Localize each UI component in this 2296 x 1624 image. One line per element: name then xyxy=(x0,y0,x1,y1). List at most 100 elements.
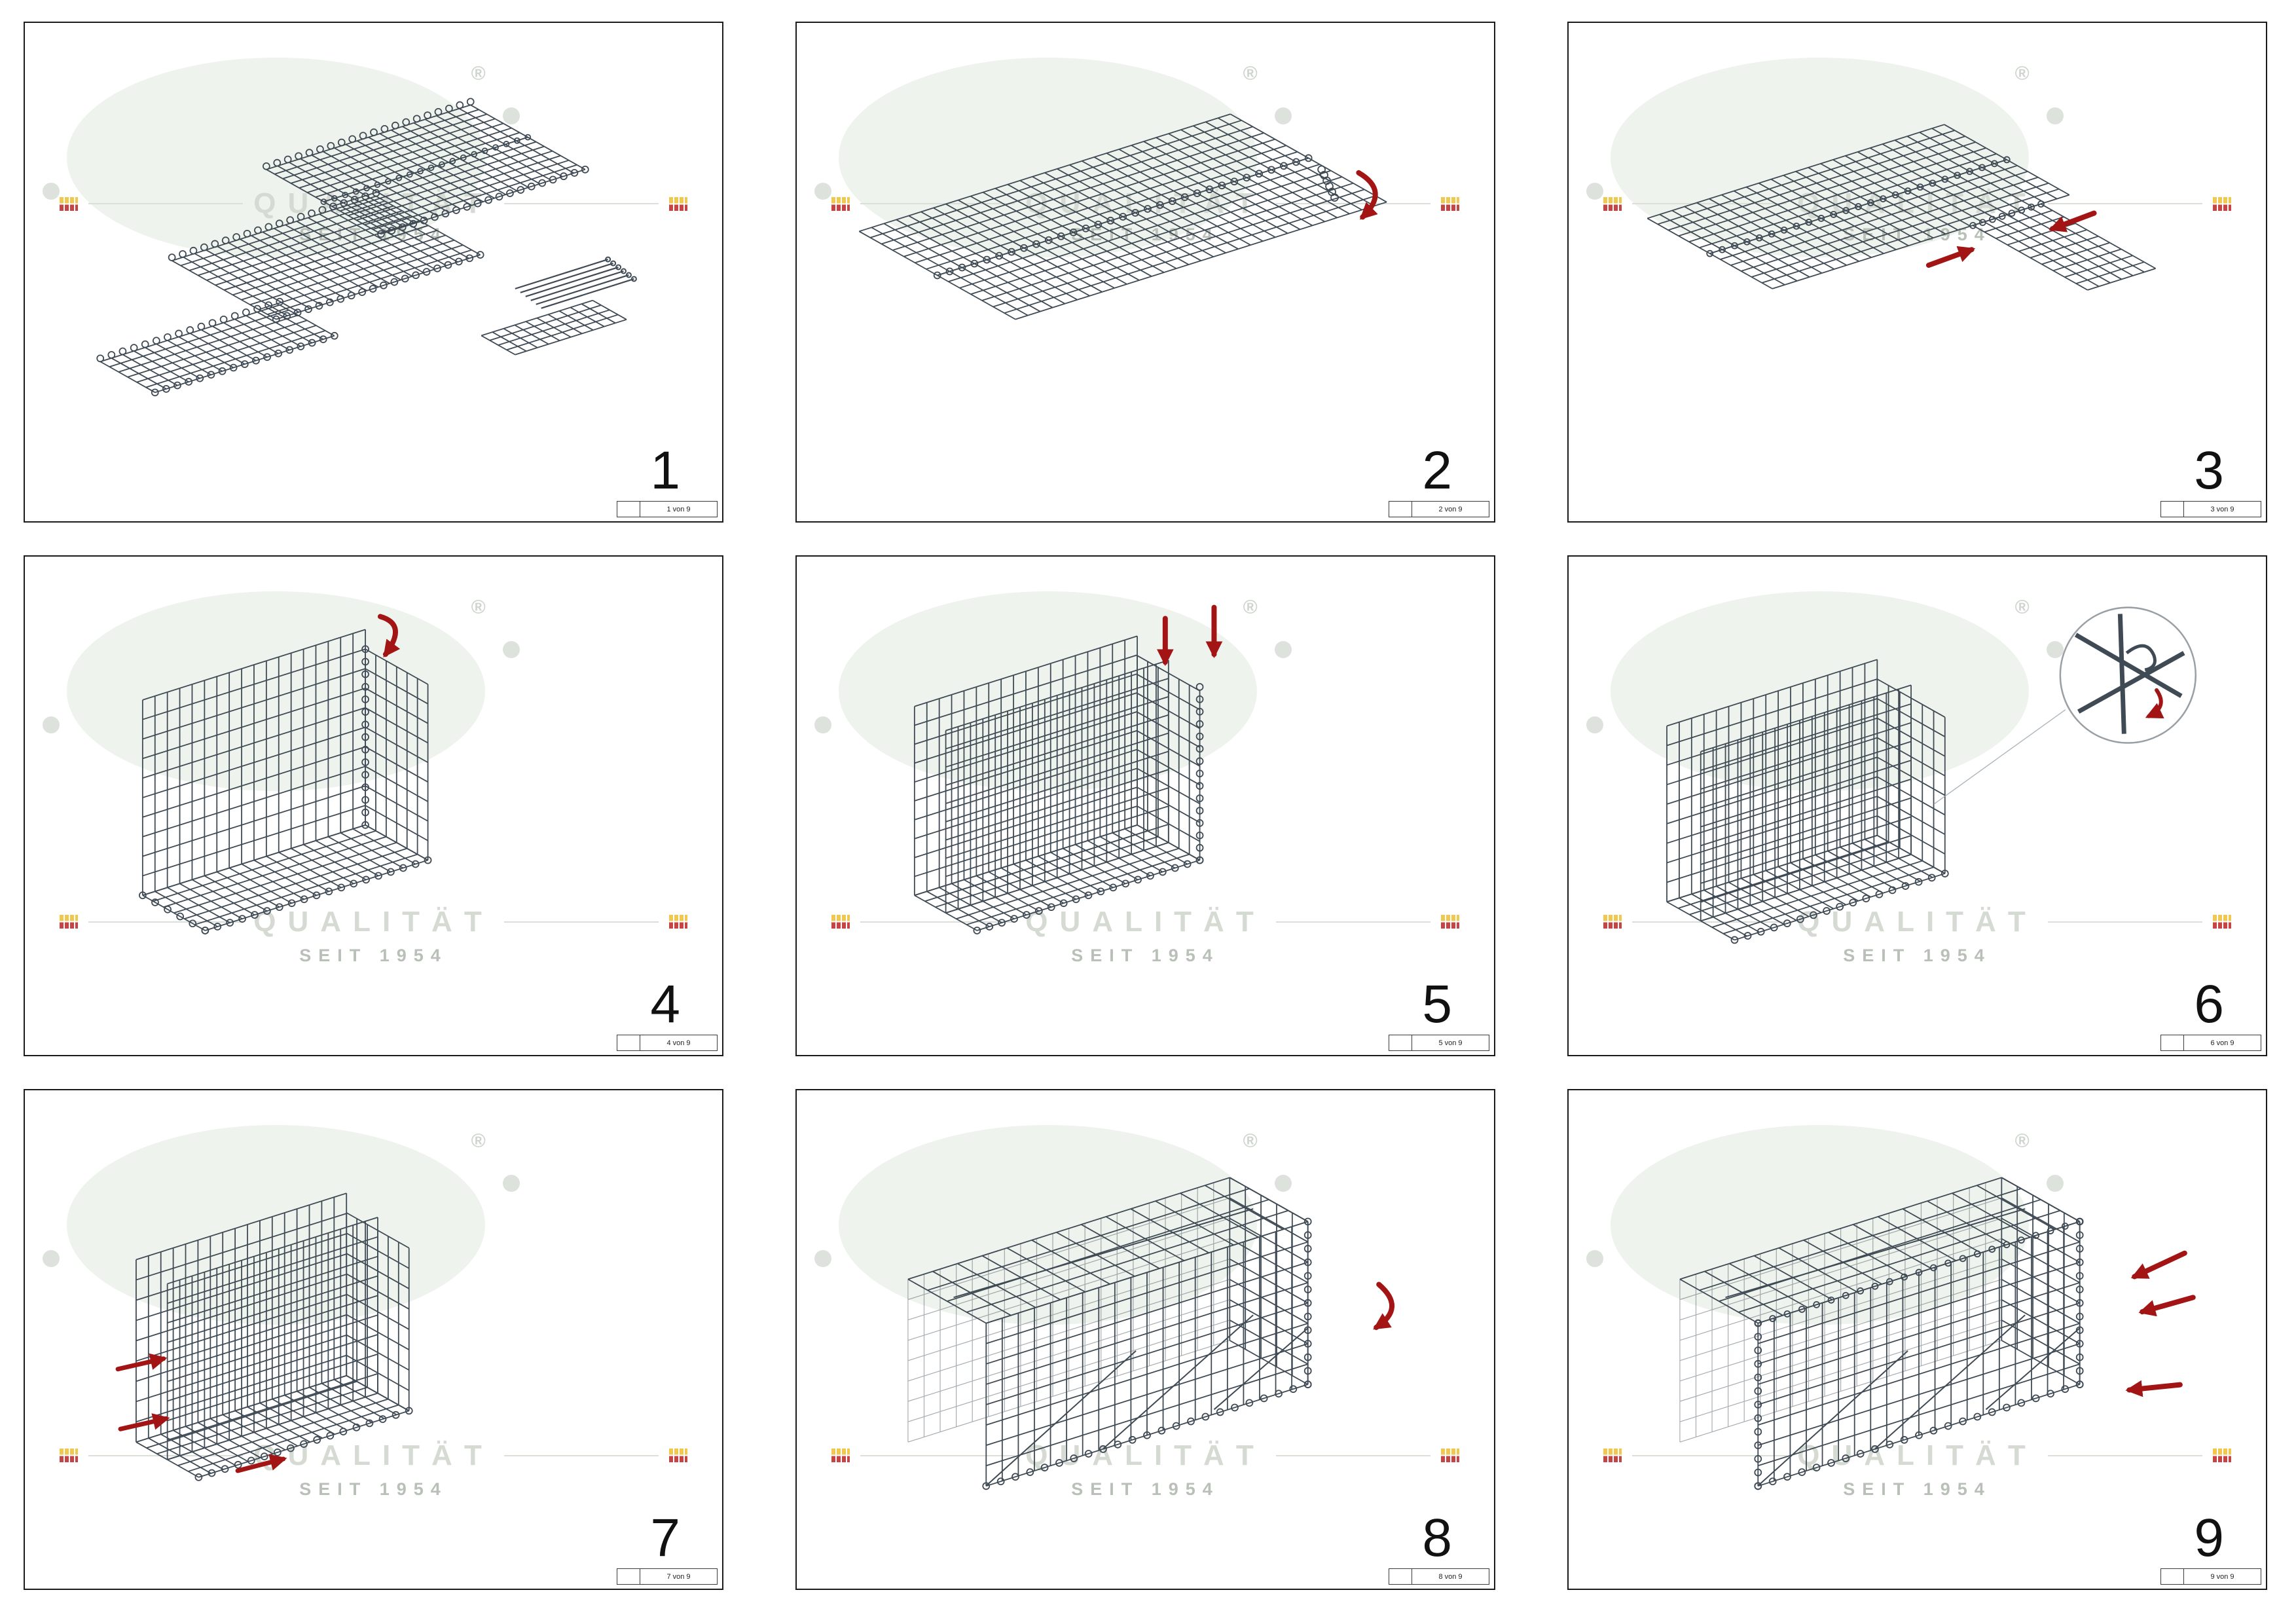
step-number: 4 xyxy=(650,974,680,1034)
sheet-count-label: 4 von 9 xyxy=(666,1039,691,1047)
watermark-dot-right xyxy=(2046,1175,2064,1192)
brand-watermark: ® QUALITÄT SEIT 1954 xyxy=(797,23,1494,521)
brand-flag-icon xyxy=(831,915,850,929)
watermark-rule xyxy=(503,203,659,205)
sheet-count-label: 7 von 9 xyxy=(666,1572,691,1581)
assembly-figure xyxy=(1647,124,2157,291)
instruction-step-panel: ® QUALITÄT SEIT 1954 5 5 von 9 xyxy=(795,555,1495,1056)
sheet-count-label: 3 von 9 xyxy=(2210,505,2234,513)
registered-mark: ® xyxy=(1243,1130,1258,1152)
watermark-since-text: SEIT 1954 xyxy=(299,945,448,965)
brand-watermark: ® QUALITÄT SEIT 1954 xyxy=(1569,1090,2266,1589)
titleblock-cell xyxy=(617,502,640,517)
assembly-figure xyxy=(1666,606,2197,944)
watermark-since-text: SEIT 1954 xyxy=(1843,945,1992,965)
sheet-titleblock: 7 von 9 xyxy=(617,1568,718,1585)
registered-mark: ® xyxy=(471,62,486,84)
watermark-brand-row: QUALITÄT xyxy=(831,1439,1459,1472)
watermark-since-row: SEIT 1954 xyxy=(25,946,722,966)
watermark-since-text: SEIT 1954 xyxy=(1843,1479,1992,1499)
step-number: 3 xyxy=(2194,441,2224,500)
watermark-dot-right xyxy=(1274,641,1292,659)
watermark-since-row: SEIT 1954 xyxy=(797,1479,1494,1500)
step-number: 2 xyxy=(1422,441,1452,500)
brand-watermark: ® QUALITÄT SEIT 1954 xyxy=(25,1090,722,1589)
assembly-figure xyxy=(115,1192,413,1481)
watermark-brand-row: QUALITÄT xyxy=(831,906,1459,938)
watermark-dot-left xyxy=(42,182,60,200)
watermark-rule xyxy=(1632,203,1787,205)
instruction-step-panel: ® QUALITÄT SEIT 1954 6 6 von 9 xyxy=(1567,555,2267,1056)
watermark-brand-row: QUALITÄT xyxy=(60,906,687,938)
watermark-ellipse xyxy=(66,591,485,791)
step-number: 5 xyxy=(1422,974,1452,1034)
watermark-brand-text: QUALITÄT xyxy=(253,905,494,938)
registered-mark: ® xyxy=(2014,596,2030,618)
assembly-figure xyxy=(1679,1177,2196,1490)
watermark-rule xyxy=(2047,203,2202,205)
sheet-count-label: 5 von 9 xyxy=(1438,1039,1463,1047)
watermark-rule xyxy=(1275,203,1430,205)
sheet-count-label: 2 von 9 xyxy=(1438,505,1463,513)
sheet-titleblock: 9 von 9 xyxy=(2160,1568,2261,1585)
watermark-brand-text: QUALITÄT xyxy=(1025,1439,1266,1471)
watermark-since-text: SEIT 1954 xyxy=(299,1479,448,1499)
brand-watermark: ® QUALITÄT SEIT 1954 xyxy=(1569,557,2266,1055)
instruction-step-panel: ® QUALITÄT SEIT 1954 2 2 von 9 xyxy=(795,22,1495,523)
watermark-brand-row: QUALITÄT xyxy=(60,1439,687,1472)
instruction-step-panel: ® QUALITÄT SEIT 1954 7 7 von 9 xyxy=(24,1089,723,1590)
watermark-since-row: SEIT 1954 xyxy=(25,1479,722,1500)
watermark-brand-text: QUALITÄT xyxy=(1797,905,2037,938)
watermark-dot-left xyxy=(42,716,60,733)
brand-flag-icon xyxy=(2212,196,2231,211)
sheet-count-label: 6 von 9 xyxy=(2210,1039,2234,1047)
instruction-step-panel: ® QUALITÄT SEIT 1954 4 4 von 9 xyxy=(24,555,723,1056)
titleblock-cell xyxy=(1389,1035,1412,1050)
watermark-since-row: SEIT 1954 xyxy=(1569,946,2266,966)
brand-flag-icon xyxy=(831,1449,850,1463)
watermark-dot-left xyxy=(814,716,831,733)
watermark-dot-left xyxy=(1586,1249,1603,1267)
watermark-dot-left xyxy=(1586,716,1603,733)
step-number: 1 xyxy=(650,441,680,500)
step-number: 8 xyxy=(1422,1508,1452,1568)
watermark-since-row: SEIT 1954 xyxy=(797,946,1494,966)
brand-flag-icon xyxy=(1603,196,1622,211)
watermark-rule xyxy=(2047,1454,2202,1456)
brand-flag-icon xyxy=(2212,915,2231,929)
assembly-figure xyxy=(138,614,432,934)
watermark-rule xyxy=(860,203,1015,205)
registered-mark: ® xyxy=(2014,62,2030,84)
watermark-rule xyxy=(88,921,244,923)
brand-flag-icon xyxy=(1440,915,1459,929)
instruction-step-panel: ® QUALITÄT SEIT 1954 1 1 von 9 xyxy=(24,22,723,523)
watermark-since-text: SEIT 1954 xyxy=(1071,945,1220,965)
brand-flag-icon xyxy=(60,196,79,211)
watermark-dot-left xyxy=(42,1249,60,1267)
watermark-dot-right xyxy=(2046,107,2064,125)
watermark-rule xyxy=(88,1454,244,1456)
watermark-dot-left xyxy=(814,1249,831,1267)
watermark-rule xyxy=(860,1454,1015,1456)
instruction-step-panel: ® QUALITÄT SEIT 1954 3 3 von 9 xyxy=(1567,22,2267,523)
registered-mark: ® xyxy=(471,596,486,618)
watermark-rule xyxy=(860,921,1015,923)
watermark-rule xyxy=(503,921,659,923)
watermark-rule xyxy=(503,1454,659,1456)
watermark-dot-right xyxy=(502,1175,520,1192)
brand-flag-icon xyxy=(668,196,687,211)
titleblock-cell xyxy=(617,1035,640,1050)
titleblock-cell xyxy=(617,1569,640,1584)
brand-watermark: ® QUALITÄT SEIT 1954 xyxy=(797,1090,1494,1589)
sheet-count-label: 1 von 9 xyxy=(666,505,691,513)
assembly-figure xyxy=(858,113,1387,320)
step-number: 9 xyxy=(2194,1508,2224,1568)
brand-flag-icon xyxy=(1603,1449,1622,1463)
titleblock-cell xyxy=(1389,502,1412,517)
step-number: 7 xyxy=(650,1508,680,1568)
watermark-brand-text: QUALITÄT xyxy=(1025,905,1266,938)
brand-flag-icon xyxy=(2212,1449,2231,1463)
assembly-figure xyxy=(96,98,637,397)
watermark-dot-left xyxy=(814,182,831,200)
sheet-titleblock: 3 von 9 xyxy=(2160,501,2261,517)
